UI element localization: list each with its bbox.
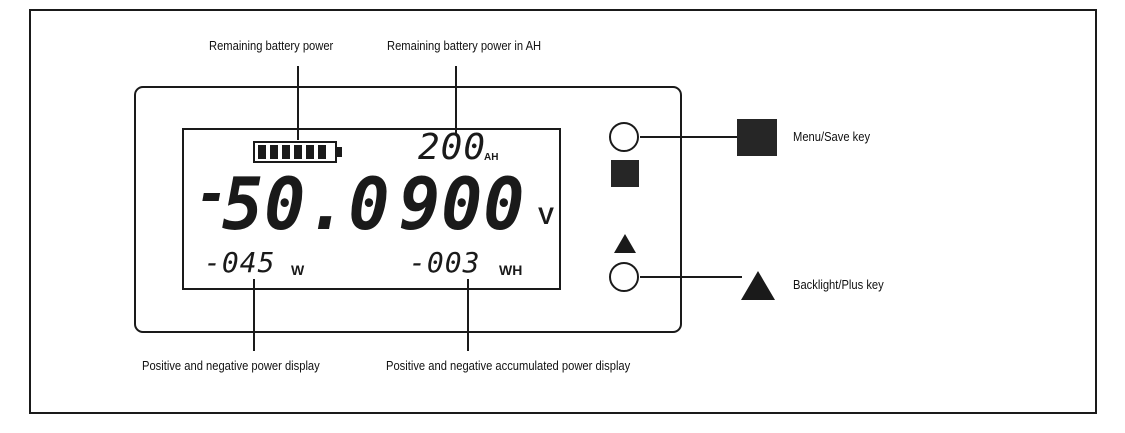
lcd-ah-value: 200	[418, 127, 487, 168]
callout-line-backlight	[640, 276, 742, 278]
callout-line-power	[253, 279, 255, 351]
lcd-voltage-unit: V	[538, 203, 555, 230]
lcd-voltage-value: 900	[399, 162, 526, 246]
meter-device	[134, 86, 682, 333]
lcd-energy-value: -003	[409, 246, 481, 279]
label-backlight-plus-key: Backlight/Plus key	[793, 277, 884, 292]
menu-save-key-symbol	[737, 119, 777, 156]
label-power-display: Positive and negative power display	[142, 358, 320, 373]
outer-frame	[29, 9, 1097, 414]
battery-icon	[253, 141, 343, 163]
lcd-screen	[182, 128, 561, 290]
lcd-current-value: 50.0	[222, 162, 391, 246]
label-remaining-battery-power: Remaining battery power	[209, 38, 334, 53]
callout-line-menu	[640, 136, 737, 138]
backlight-plus-key-symbol	[741, 271, 775, 300]
lcd-power-value: -045	[204, 246, 276, 279]
label-accumulated-power-display: Positive and negative accumulated power …	[386, 358, 631, 373]
square-icon	[611, 160, 639, 187]
triangle-icon	[614, 234, 636, 253]
lcd-ah-unit: AH	[484, 152, 499, 163]
callout-line-ah	[455, 66, 457, 134]
lcd-power-unit: W	[291, 262, 305, 278]
label-menu-save-key: Menu/Save key	[793, 129, 871, 144]
menu-save-key[interactable]	[609, 122, 639, 152]
lcd-energy-unit: WH	[499, 262, 523, 278]
lcd-current-sign: -	[196, 162, 229, 227]
callout-line-battery	[297, 66, 299, 140]
backlight-plus-key[interactable]	[609, 262, 639, 292]
callout-line-accumulated	[467, 279, 469, 351]
label-remaining-battery-ah: Remaining battery power in AH	[387, 38, 542, 53]
